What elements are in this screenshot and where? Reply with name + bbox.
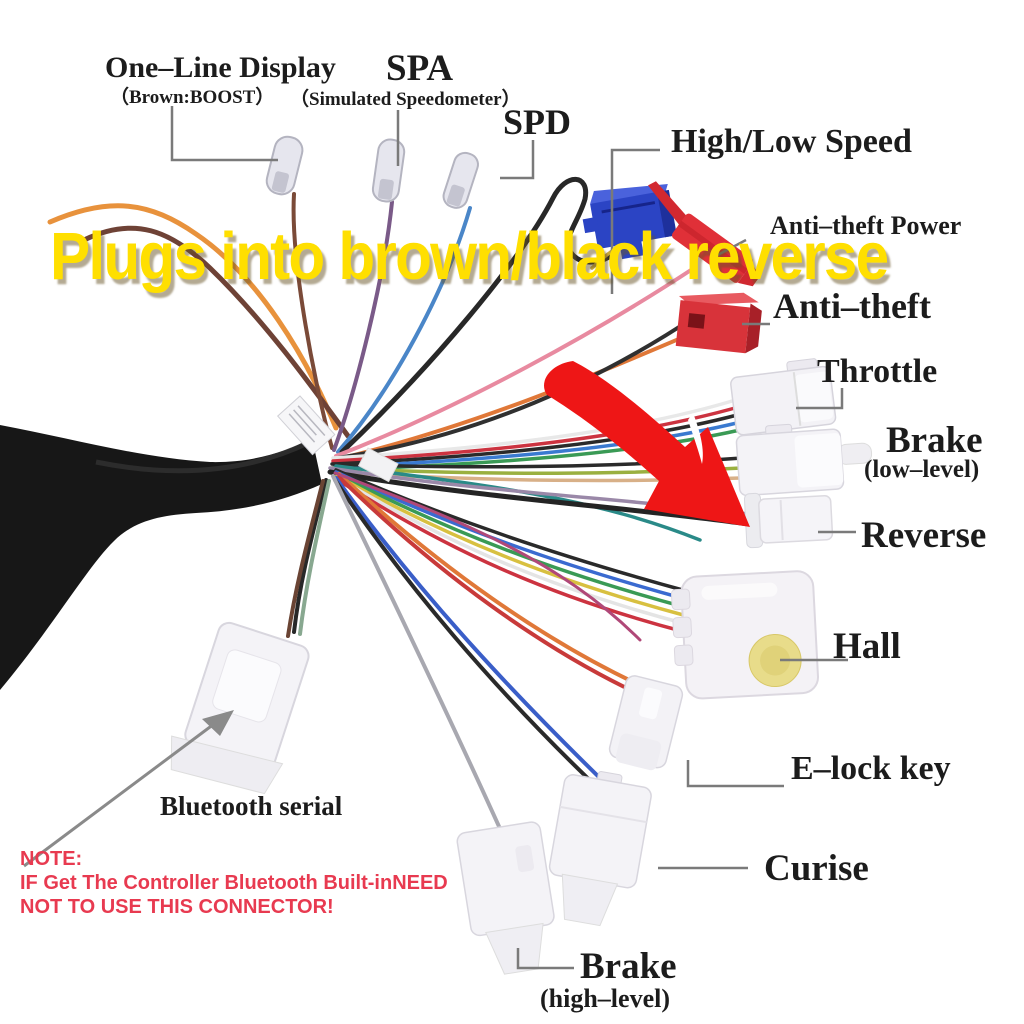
label-bluetooth-serial: Bluetooth serial bbox=[160, 791, 343, 821]
hall-connector bbox=[670, 570, 820, 700]
label-spa-sub: （Simulated Speedometer） bbox=[290, 89, 521, 110]
label-throttle: Throttle bbox=[817, 353, 938, 390]
red-arrow bbox=[544, 361, 750, 527]
bundle-tag bbox=[276, 395, 336, 456]
label-brake-high-sub: (high–level) bbox=[540, 984, 670, 1013]
wire-bundle bbox=[47, 176, 751, 844]
reverse-connector bbox=[743, 492, 834, 549]
anti-theft-power-connector bbox=[647, 181, 760, 287]
label-high-low-speed: High/Low Speed bbox=[671, 123, 912, 160]
brake-low-connector bbox=[735, 423, 873, 497]
controller-cable bbox=[0, 425, 322, 690]
bluetooth-serial-connector bbox=[170, 621, 310, 795]
label-anti-theft-power: Anti–theft Power bbox=[770, 211, 962, 240]
label-spa: SPA bbox=[386, 48, 454, 89]
spd-terminal bbox=[442, 151, 479, 209]
brake-high-connector bbox=[456, 821, 555, 975]
label-anti-theft: Anti–theft bbox=[773, 286, 931, 326]
headline-overlay: Plugs into brown/black reverse bbox=[50, 219, 889, 294]
note-text: NOTE: IF Get The Controller Bluetooth Bu… bbox=[20, 847, 448, 919]
label-cruise: Curise bbox=[764, 848, 869, 889]
note-line3: NOT TO USE THIS CONNECTOR! bbox=[20, 896, 334, 918]
label-spd: SPD bbox=[503, 102, 572, 142]
label-brake-low-sub: (low–level) bbox=[864, 456, 980, 483]
note-line2: IF Get The Controller Bluetooth Built-in… bbox=[20, 872, 448, 894]
spa-terminal bbox=[371, 138, 406, 203]
cruise-connector bbox=[548, 771, 652, 927]
e-lock-key-connector bbox=[608, 675, 684, 771]
label-e-lock-key: E–lock key bbox=[791, 750, 951, 787]
label-brake-low: Brake bbox=[886, 420, 983, 461]
label-reverse: Reverse bbox=[861, 515, 987, 556]
one-line-display-terminal bbox=[265, 135, 304, 196]
anti-theft-connector bbox=[675, 292, 762, 354]
bundle-band bbox=[357, 447, 399, 483]
label-one-line-display: One–Line Display bbox=[105, 51, 336, 84]
leader-lines bbox=[170, 106, 856, 970]
label-brake-high: Brake bbox=[580, 946, 677, 987]
label-one-line-display-sub: （Brown:BOOST） bbox=[110, 87, 275, 108]
note-title: NOTE: bbox=[20, 848, 83, 870]
bluetooth-pointer-arrow bbox=[23, 710, 234, 868]
label-hall: Hall bbox=[833, 626, 901, 667]
